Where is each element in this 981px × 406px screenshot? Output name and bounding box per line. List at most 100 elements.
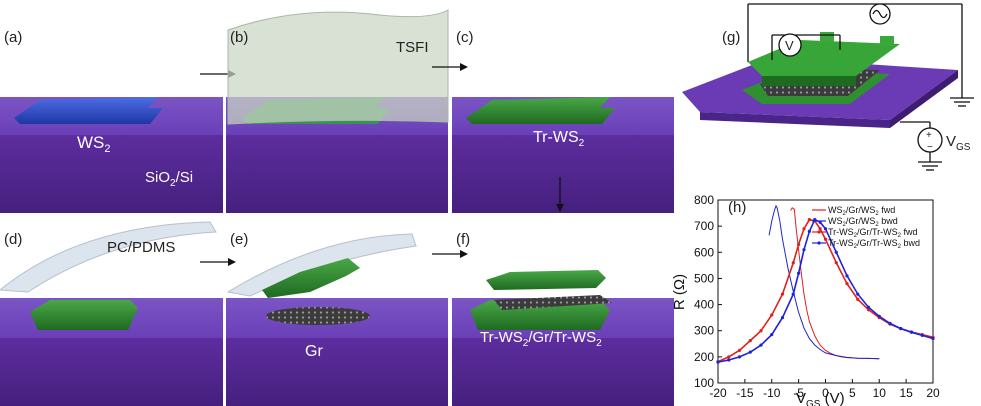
series-point-3 <box>818 227 822 231</box>
x-tick-label: 5 <box>849 386 856 400</box>
contact-pad <box>820 32 834 42</box>
series-point-4 <box>834 250 838 254</box>
series-point-4 <box>931 336 935 341</box>
series-point-3 <box>791 261 795 265</box>
legend-marker <box>817 230 821 234</box>
substrate-label: SiO2/Si <box>145 169 193 189</box>
substrate-front <box>0 135 223 213</box>
tr-ws2-flake <box>30 300 138 330</box>
panel-b: (b) TSFI <box>226 9 449 213</box>
series-point-4 <box>856 292 860 296</box>
series-point-3 <box>834 261 838 265</box>
picked-tr-ws2-flake <box>262 258 360 298</box>
top-tr-ws2-side <box>762 76 856 86</box>
series-point-4 <box>845 274 849 278</box>
panel-label-g: (g) <box>722 29 740 46</box>
substrate-side-r <box>890 70 958 128</box>
series-point-4 <box>920 333 924 338</box>
panel-label-h: (h) <box>728 199 746 216</box>
series-point-4 <box>780 316 785 320</box>
contact-pad <box>880 36 894 46</box>
series-point-4 <box>899 327 903 331</box>
series-point-3 <box>780 292 785 296</box>
arrow-e-f <box>432 250 468 258</box>
arrow-b-c <box>432 63 468 71</box>
panel-label-b: (b) <box>230 29 248 46</box>
graphene-layer <box>494 295 612 310</box>
substrate-front <box>226 135 448 213</box>
pc-pdms-stamp <box>0 221 217 293</box>
y-tick-label: 500 <box>694 271 714 285</box>
top-tr-ws2-flake <box>486 270 606 290</box>
series-point-4 <box>791 292 795 296</box>
x-tick-label: 0 <box>822 386 829 400</box>
substrate-front <box>0 338 223 406</box>
tsfi-label: TSFI <box>396 39 429 56</box>
series-point-3 <box>802 227 806 231</box>
series-point-4 <box>716 360 720 364</box>
panel-g: (g) V + − VGS <box>682 3 974 171</box>
series-point-3 <box>856 297 860 301</box>
substrate-front <box>452 338 674 406</box>
panel-a: (a) WS2 SiO2/Si <box>0 29 223 213</box>
series-point-3 <box>823 237 828 241</box>
series-point-3 <box>727 355 731 359</box>
series-point-4 <box>877 314 881 318</box>
series-point-3 <box>866 308 871 312</box>
x-tick-label: -10 <box>763 386 781 400</box>
tr-ws2-flake <box>466 97 615 124</box>
pc-pdms-label: PC/PDMS <box>107 239 175 256</box>
voltmeter-symbol <box>778 33 802 57</box>
legend-entry: WS2/Gr/WS2 bwd <box>828 216 898 228</box>
series-point-3 <box>807 218 811 222</box>
ws2-label: WS2 <box>77 133 111 155</box>
x-axis-label: VGS (V) <box>796 390 845 406</box>
y-tick-label: 800 <box>694 193 714 207</box>
series-point-4 <box>823 227 828 231</box>
panel-f: (f) Tr-WS2/Gr/Tr-WS2 <box>452 231 674 406</box>
series-point-4 <box>807 229 811 233</box>
gate-voltage-label: VGS <box>946 133 971 153</box>
ac-wave <box>872 9 888 19</box>
y-axis-label: R (Ω) <box>671 274 688 310</box>
x-tick-label: -20 <box>709 386 727 400</box>
arrow-d-e <box>200 258 236 266</box>
y-tick-label: 600 <box>694 245 714 259</box>
x-tick-label: 15 <box>899 386 913 400</box>
series-point-4 <box>770 333 774 337</box>
series-point-4 <box>727 358 731 362</box>
series-point-4 <box>888 321 892 325</box>
legend-entry: Tr-WS2/Gr/Tr-WS2 bwd <box>828 238 920 250</box>
series-line-2 <box>768 204 880 360</box>
heterostructure-label: Tr-WS2/Gr/Tr-WS2 <box>480 329 602 349</box>
substrate-side <box>700 112 890 128</box>
panel-label-a: (a) <box>4 29 22 46</box>
series-point-4 <box>797 271 801 275</box>
series-point-4 <box>737 355 742 359</box>
y-tick-label: 400 <box>694 298 714 312</box>
series-point-4 <box>909 330 914 334</box>
panel-c: (c) Tr-WS2 <box>452 29 674 213</box>
panel-label-f: (f) <box>456 231 470 248</box>
x-tick-label: 10 <box>873 386 887 400</box>
ws2-flake <box>14 97 163 124</box>
panel-label-e: (e) <box>230 231 248 248</box>
series-point-3 <box>845 282 849 286</box>
series-point-4 <box>802 248 806 252</box>
panel-d: (d) PC/PDMS <box>0 221 223 406</box>
tsfi-solution <box>227 9 449 125</box>
legend-entry: Tr-WS2/Gr/Tr-WS2 fwd <box>828 227 918 239</box>
series-point-4 <box>748 350 752 354</box>
series-point-3 <box>759 329 763 333</box>
series-point-4 <box>866 305 871 309</box>
x-tick-label: -15 <box>736 386 754 400</box>
series-point-4 <box>759 343 763 347</box>
tr-ws2-label: Tr-WS2 <box>533 129 585 149</box>
y-tick-label: 200 <box>694 350 714 364</box>
substrate-front <box>226 338 448 406</box>
voltmeter-label: V <box>785 38 794 53</box>
panel-label-d: (d) <box>4 231 22 248</box>
